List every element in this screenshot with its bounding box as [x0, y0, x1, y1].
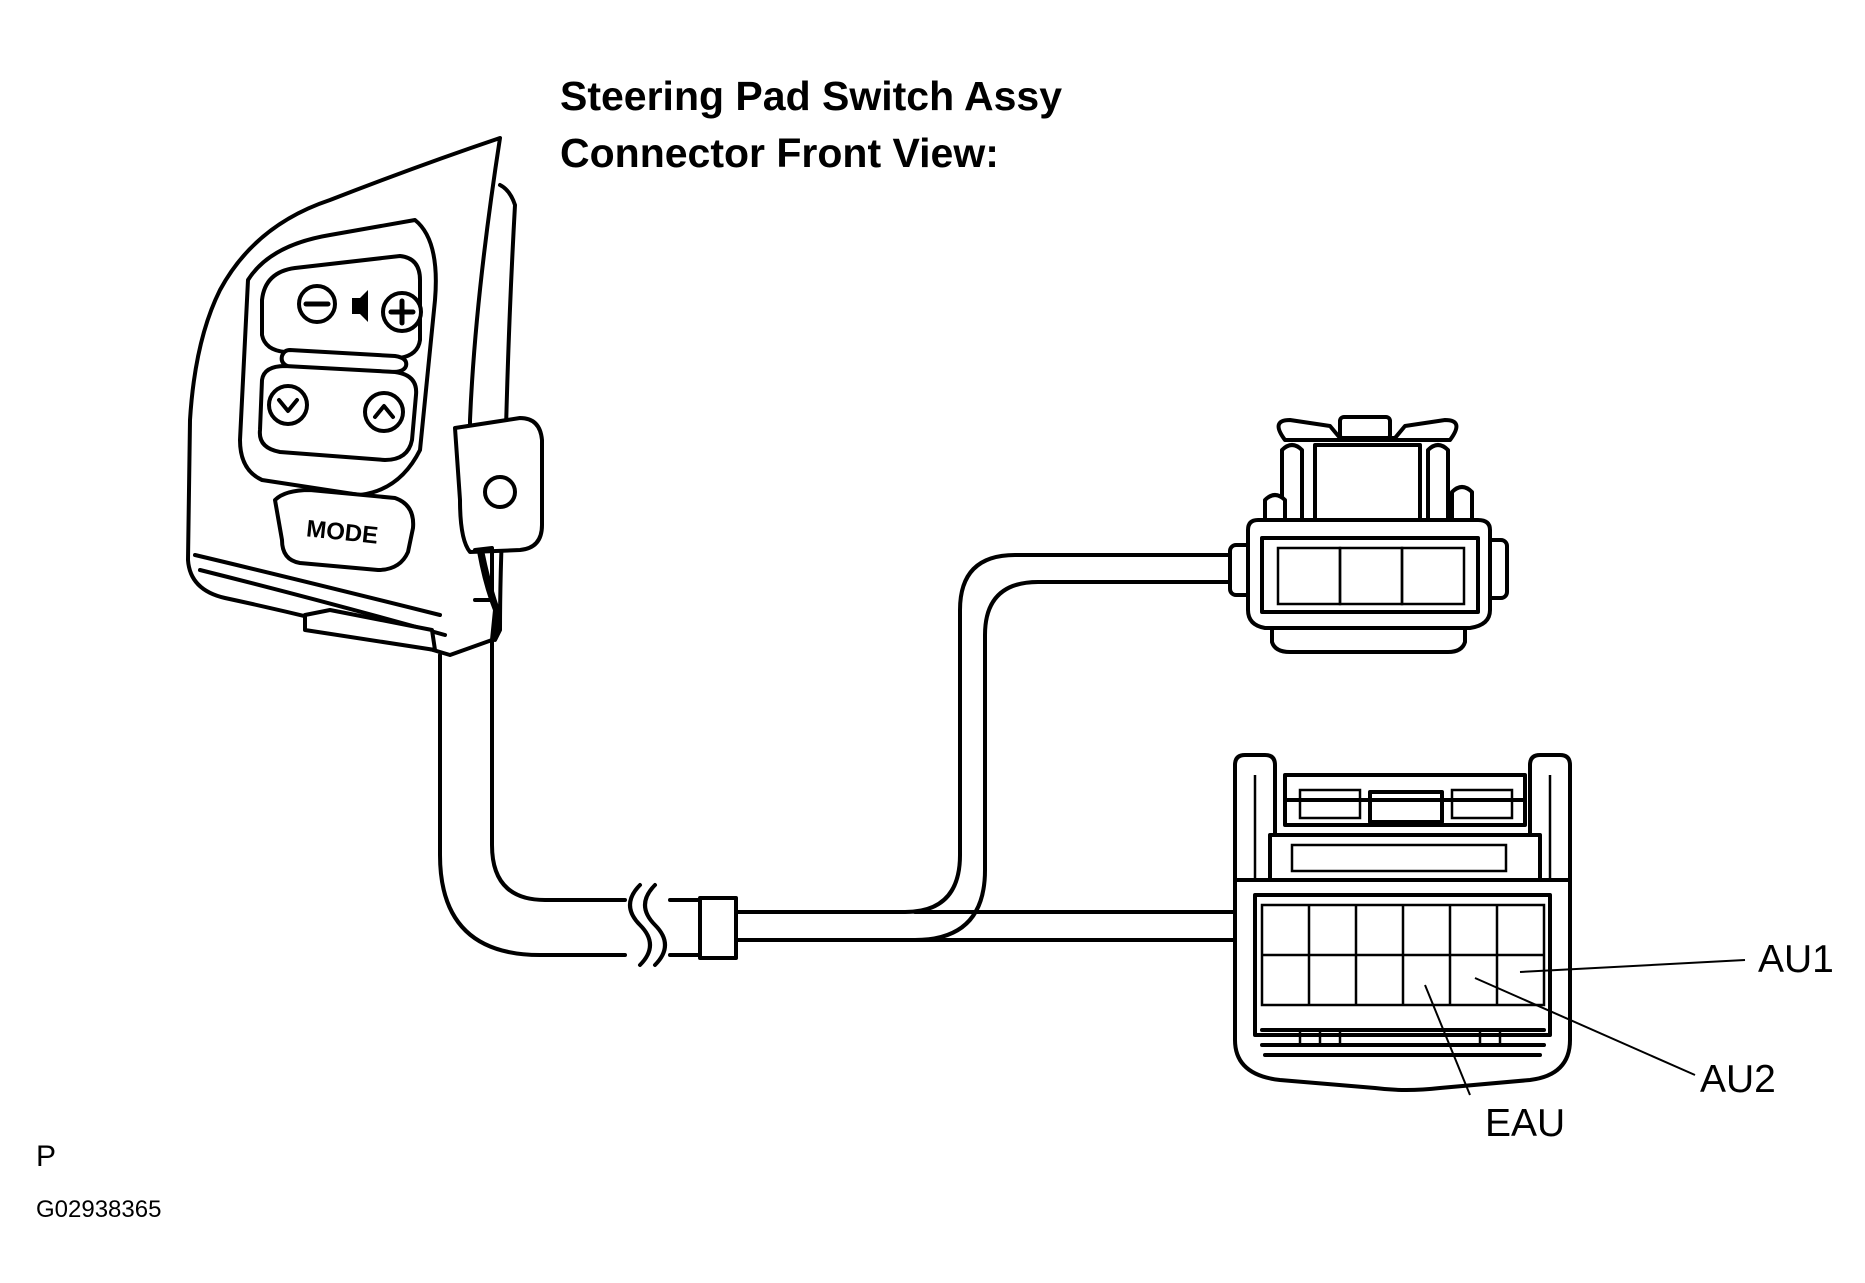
- steering-pad-switch: MODE: [186, 136, 544, 657]
- figure-id: G02938365: [36, 1196, 162, 1223]
- callout-au2: AU2: [1700, 1058, 1776, 1101]
- callout-line-au2: [1474, 977, 1696, 1076]
- view-code: P: [36, 1140, 57, 1173]
- title-line-2: Connector Front View:: [560, 130, 999, 176]
- cable-main: [438, 638, 738, 967]
- callout-au1: AU1: [1758, 938, 1834, 981]
- diagram-title: Steering Pad Switch Assy Connector Front…: [560, 68, 1062, 182]
- title-line-1: Steering Pad Switch Assy: [560, 73, 1063, 119]
- pin-grid: [1260, 903, 1546, 1007]
- callout-line-au1: [1519, 959, 1746, 973]
- connector-lower: [1233, 753, 1746, 1096]
- cable-branch-lower: [913, 910, 1237, 942]
- connector-upper: [1228, 415, 1509, 654]
- callout-eau: EAU: [1485, 1102, 1566, 1145]
- callout-line-eau: [1424, 984, 1471, 1096]
- cable-branch-upper: [734, 553, 1237, 942]
